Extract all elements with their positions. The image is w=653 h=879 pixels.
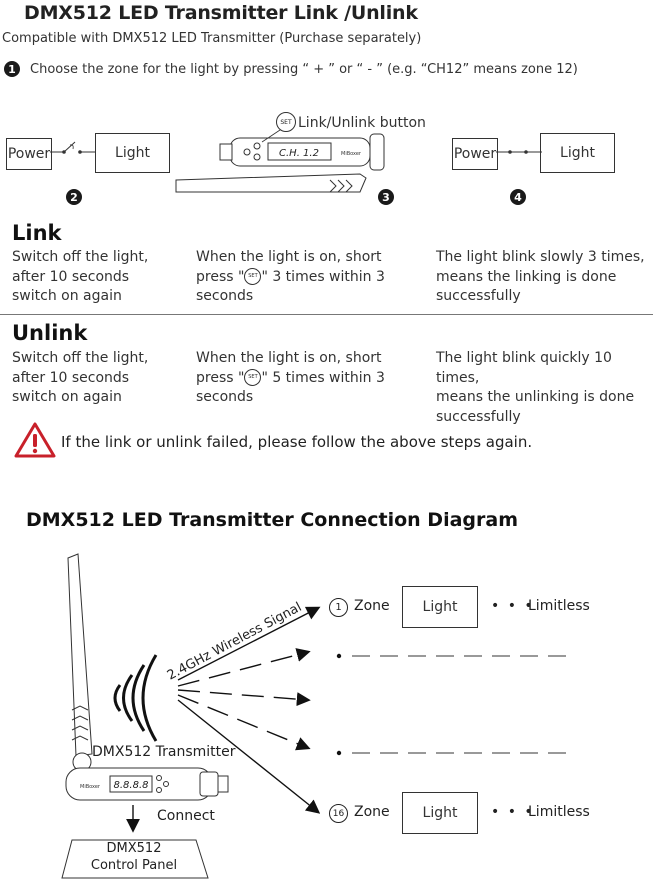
control-panel-line: Control Panel: [90, 858, 178, 873]
step-1-text: Choose the zone for the light by pressin…: [30, 61, 578, 77]
set-button-icon: SET: [276, 112, 296, 132]
step-3-badge: 3: [378, 189, 394, 205]
quote-close: " 3 times within 3: [261, 268, 385, 285]
zone-16-dots: • • •: [491, 804, 535, 820]
link-col1-line: after 10 seconds: [12, 268, 130, 285]
warning-icon: [14, 422, 56, 458]
light-label: Light: [422, 805, 458, 821]
closed-switch-icon: [496, 150, 542, 154]
step-4-badge: 4: [510, 189, 526, 205]
zone-num: 1: [335, 602, 342, 613]
quote-close: " 5 times within 3: [261, 369, 385, 386]
unlink-col3-line: means the unlinking is done: [436, 389, 635, 405]
step-2-light-box: Light: [95, 133, 170, 173]
link-col3-line: means the linking is done: [436, 268, 617, 285]
link-col-1: Switch off the light, after 10 seconds s…: [12, 248, 148, 307]
unlink-col3-line: successfully: [436, 408, 521, 425]
compat-note: Compatible with DMX512 LED Transmitter (…: [2, 31, 422, 46]
set-icon: SET: [244, 268, 262, 285]
link-col2-line: press "SET" 3 times within 3: [196, 268, 385, 288]
zone-1-limitless: Limitless: [528, 598, 590, 614]
light-label: Light: [422, 599, 458, 615]
power-label: Power: [7, 146, 51, 162]
link-col-3: The light blink slowly 3 times, means th…: [436, 248, 645, 307]
unlink-col-3: The light blink quickly 10 times, means …: [436, 349, 653, 427]
link-col3-line: The light blink slowly 3 times,: [436, 249, 645, 265]
unlink-col2-line: When the light is on, short: [196, 350, 382, 366]
quote-open: press ": [196, 369, 245, 386]
zone-num: 16: [332, 808, 345, 819]
link-title: Link: [12, 221, 62, 245]
link-col2-line: When the light is on, short: [196, 249, 382, 265]
zone-1-number: 1: [329, 598, 348, 617]
control-panel-line: DMX512: [106, 841, 162, 856]
unlink-title: Unlink: [12, 321, 88, 345]
quote-open: press ": [196, 268, 245, 285]
control-panel-label: DMX512 Control Panel: [72, 840, 196, 874]
unlink-col-2: When the light is on, short press "SET" …: [196, 349, 385, 408]
zone-1-dots: • • •: [491, 598, 535, 614]
step-4-power-box: Power: [452, 138, 498, 170]
device-display-text: C.H. 1.2: [279, 148, 319, 159]
section-divider: [0, 314, 653, 315]
unlink-col1-line: after 10 seconds: [12, 369, 130, 386]
zone-1-label: Zone: [354, 598, 390, 614]
wireless-signal-label: 2.4GHz Wireless Signal: [165, 600, 304, 684]
zone-1-light-box: Light: [402, 586, 478, 628]
connect-label: Connect: [157, 808, 215, 824]
device-brand: MiBoxer: [341, 151, 362, 157]
link-col-2: When the light is on, short press "SET" …: [196, 248, 385, 307]
transmitter-label: DMX512 Transmitter: [92, 744, 236, 760]
warning-text: If the link or unlink failed, please fol…: [61, 433, 533, 451]
link-col1-line: Switch off the light,: [12, 249, 149, 265]
zone-16-number: 16: [329, 804, 348, 823]
step-1-badge: 1: [4, 61, 20, 77]
link-unlink-label: Link/Unlink button: [298, 115, 426, 131]
zone-16-limitless: Limitless: [528, 804, 590, 820]
transmitter-device-icon: C.H. 1.2 MiBoxer: [175, 127, 385, 193]
unlink-col3-line: The light blink quickly 10 times,: [436, 350, 612, 386]
zone-16-label: Zone: [354, 804, 390, 820]
light-label-4: Light: [560, 145, 595, 161]
open-switch-icon: [50, 141, 96, 154]
diagram-title: DMX512 LED Transmitter Connection Diagra…: [26, 509, 519, 531]
zone-16-light-box: Light: [402, 792, 478, 834]
set-icon: SET: [244, 369, 262, 386]
unlink-col2-line: press "SET" 5 times within 3: [196, 369, 385, 389]
link-col1-line: switch on again: [12, 288, 122, 304]
connection-diagram: 8.8.8.8 MiBoxer 2.4GHz Wireless Signal: [61, 553, 570, 879]
light-label: Light: [115, 145, 150, 161]
transmitter-display: 8.8.8.8: [114, 780, 149, 791]
link-col2-line: seconds: [196, 288, 254, 304]
link-col3-line: successfully: [436, 288, 521, 304]
unlink-col-1: Switch off the light, after 10 seconds s…: [12, 349, 148, 408]
page-title: DMX512 LED Transmitter Link /Unlink: [24, 2, 418, 24]
step-2-badge: 2: [66, 189, 82, 205]
unlink-col1-line: Switch off the light,: [12, 350, 149, 366]
power-label-4: Power: [453, 146, 497, 162]
step-2-power-box: Power: [6, 138, 52, 170]
unlink-col2-line: seconds: [196, 389, 254, 405]
unlink-col1-line: switch on again: [12, 389, 122, 405]
set-label: SET: [280, 118, 292, 126]
step-4-light-box: Light: [540, 133, 615, 173]
step-1: 1 Choose the zone for the light by press…: [4, 61, 578, 77]
transmitter-brand: MiBoxer: [80, 784, 101, 790]
